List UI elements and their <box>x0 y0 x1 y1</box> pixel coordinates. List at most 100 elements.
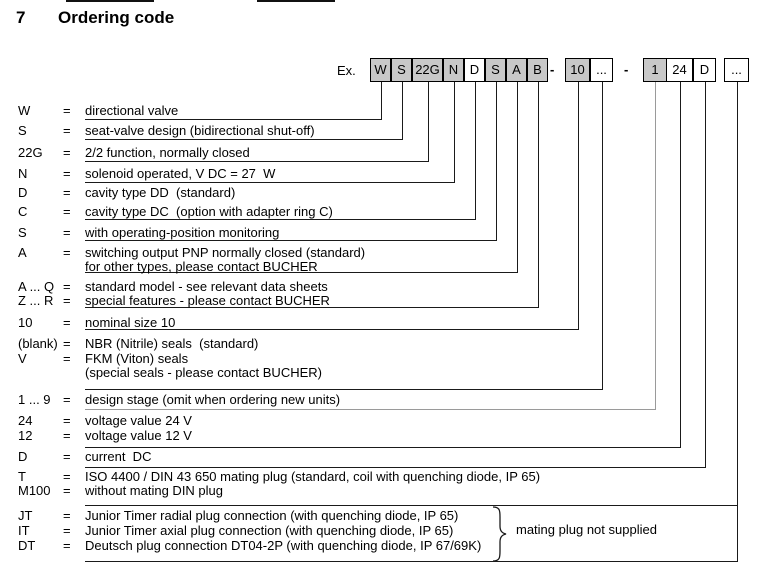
connector-line <box>85 447 681 448</box>
code-box: D <box>464 58 485 82</box>
code-box: 24 <box>666 58 693 82</box>
legend-description: special features - please contact BUCHER <box>85 293 330 308</box>
equals-sign: = <box>63 508 71 523</box>
section-number: 7 <box>16 8 26 27</box>
legend-description: design stage (omit when ordering new uni… <box>85 392 341 407</box>
page-title: Ordering code <box>58 8 175 27</box>
equals-sign: = <box>63 123 71 138</box>
code-box: S <box>485 58 506 82</box>
legend-code: Z ... R <box>18 293 54 308</box>
legend-code: T <box>18 469 26 484</box>
group-brace-icon <box>492 506 507 562</box>
bracket-note: mating plug not supplied <box>516 522 657 537</box>
equals-sign: = <box>63 185 71 200</box>
equals-sign: = <box>63 245 71 260</box>
equals-sign: = <box>63 413 71 428</box>
connector-line <box>496 82 497 241</box>
legend-code: D <box>18 449 28 464</box>
code-box: 22G <box>412 58 443 82</box>
connector-line <box>85 139 403 140</box>
code-box: 1 <box>643 58 667 82</box>
code-box: A <box>506 58 527 82</box>
legend-description: nominal size 10 <box>85 315 176 330</box>
legend-code: JT <box>18 508 33 523</box>
connector-line <box>705 82 706 468</box>
connector-line <box>475 82 476 220</box>
equals-sign: = <box>63 469 71 484</box>
equals-sign: = <box>63 336 71 351</box>
page-crop-artifact <box>257 0 335 2</box>
connector-line <box>402 82 403 140</box>
connector-line <box>680 82 681 448</box>
legend-description: 2/2 function, normally closed <box>85 145 250 160</box>
legend-code: 10 <box>18 315 33 330</box>
code-box: W <box>370 58 391 82</box>
equals-sign: = <box>63 225 71 240</box>
legend-description: (special seals - please contact BUCHER) <box>85 365 322 380</box>
connector-line <box>85 329 579 330</box>
equals-sign: = <box>63 103 71 118</box>
equals-sign: = <box>63 523 71 538</box>
legend-code: 22G <box>18 145 43 160</box>
connector-line <box>85 505 738 506</box>
legend-code: 24 <box>18 413 33 428</box>
connector-line <box>737 82 738 562</box>
equals-sign: = <box>63 145 71 160</box>
connector-line <box>85 119 382 120</box>
legend-description: seat-valve design (bidirectional shut-of… <box>85 123 315 138</box>
legend-description: solenoid operated, V DC = 27 W <box>85 166 276 181</box>
connector-line <box>428 82 429 162</box>
equals-sign: = <box>63 279 71 294</box>
legend-description: cavity type DC (option with adapter ring… <box>85 204 333 219</box>
legend-description: Junior Timer axial plug connection (with… <box>85 523 454 538</box>
legend-code: A <box>18 245 27 260</box>
legend-description: voltage value 24 V <box>85 413 192 428</box>
equals-sign: = <box>63 483 71 498</box>
legend-code: 12 <box>18 428 33 443</box>
connector-line <box>655 82 656 410</box>
code-box: D <box>693 58 716 82</box>
legend-description: current DC <box>85 449 152 464</box>
legend-description: Deutsch plug connection DT04-2P (with qu… <box>85 538 482 553</box>
equals-sign: = <box>63 428 71 443</box>
legend-code: C <box>18 204 28 219</box>
equals-sign: = <box>63 293 71 308</box>
equals-sign: = <box>63 351 71 366</box>
connector-line <box>85 409 656 410</box>
code-box: S <box>391 58 412 82</box>
equals-sign: = <box>63 204 71 219</box>
legend-code: M100 <box>18 483 51 498</box>
connector-line <box>602 82 603 390</box>
page-crop-artifact <box>66 0 154 2</box>
legend-description: voltage value 12 V <box>85 428 192 443</box>
legend-code: IT <box>18 523 30 538</box>
connector-line <box>85 272 518 273</box>
connector-line <box>517 82 518 273</box>
legend-code: N <box>18 166 28 181</box>
connector-line <box>578 82 579 330</box>
legend-code: D <box>18 185 28 200</box>
legend-description: cavity type DD (standard) <box>85 185 236 200</box>
legend-code: DT <box>18 538 36 553</box>
legend-description: NBR (Nitrile) seals (standard) <box>85 336 259 351</box>
connector-line <box>85 389 603 390</box>
legend-description: Junior Timer radial plug connection (wit… <box>85 508 459 523</box>
equals-sign: = <box>63 315 71 330</box>
legend-code: (blank) <box>18 336 58 351</box>
code-separator: - <box>624 62 629 77</box>
connector-line <box>85 161 429 162</box>
legend-code: 1 ... 9 <box>18 392 51 407</box>
code-separator: - <box>550 62 555 77</box>
legend-code: V <box>18 351 27 366</box>
legend-description: switching output PNP normally closed (st… <box>85 245 366 260</box>
connector-line <box>85 240 497 241</box>
code-box: ... <box>724 58 749 82</box>
connector-line <box>538 82 539 308</box>
legend-code: A ... Q <box>18 279 55 294</box>
equals-sign: = <box>63 392 71 407</box>
legend-description: directional valve <box>85 103 179 118</box>
code-box: 10 <box>565 58 590 82</box>
code-box: N <box>443 58 464 82</box>
legend-description: standard model - see relevant data sheet… <box>85 279 328 294</box>
